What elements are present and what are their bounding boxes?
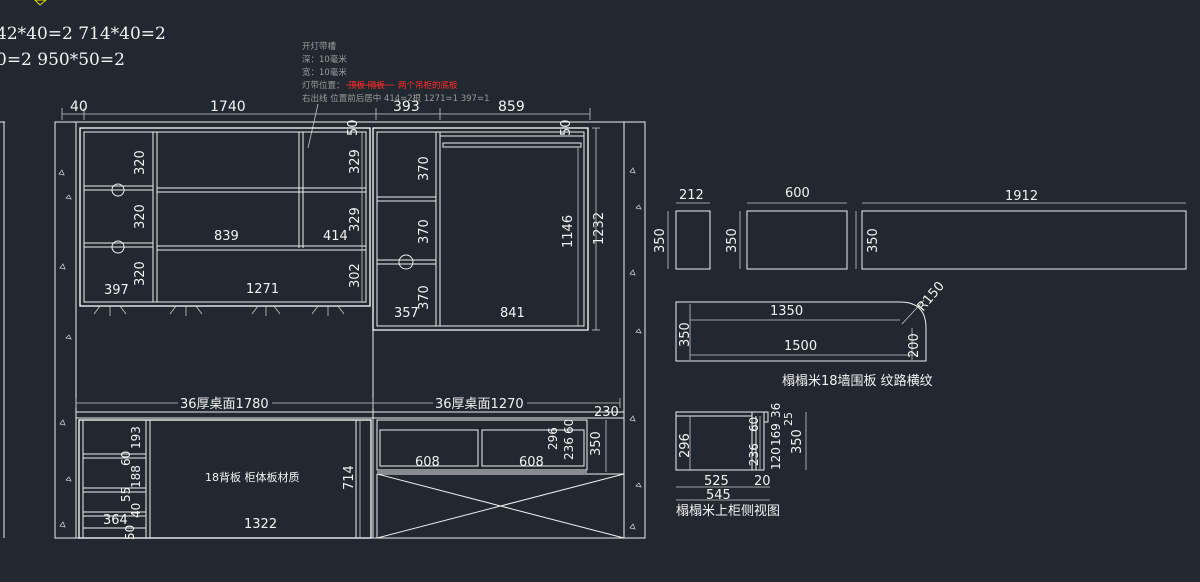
- panel-1912: 1912 350: [855, 189, 1187, 270]
- panel-1-height: 350: [653, 228, 668, 253]
- dim-414: 414: [323, 229, 348, 244]
- dim-397: 397: [104, 283, 129, 298]
- back-panel-label: 18背板 柜体板材质: [205, 470, 300, 484]
- note-block: 开灯带槽 深：10毫米 宽：10毫米 灯带位置： 顶板 隔板 两个吊柜的底板 右…: [302, 41, 489, 149]
- dim-1740: 1740: [210, 99, 246, 115]
- dim-50-b: 50: [559, 119, 574, 136]
- desk-tops: 36厚桌面1780 36厚桌面1270 230: [75, 394, 625, 420]
- board-dim-1500: 1500: [784, 339, 817, 354]
- desk-right-label: 36厚桌面1270: [435, 397, 524, 412]
- formula-line-2: 0=2 950*50=2: [0, 50, 125, 70]
- panel-212: 212 350: [653, 188, 711, 270]
- dim-296-r: 296: [546, 427, 560, 450]
- dim-1271: 1271: [246, 282, 279, 297]
- board-dim-200: 200: [907, 333, 922, 358]
- side-dim-525: 525: [704, 474, 729, 489]
- board-caption: 榻榻米18墙围板 纹路横纹: [782, 373, 933, 389]
- side-dim-36: 36: [769, 403, 783, 418]
- dim-302: 302: [348, 263, 363, 288]
- dim-320-b: 320: [133, 204, 148, 229]
- dim-236-r: 236: [562, 437, 576, 460]
- side-dim-25: 25: [782, 412, 795, 426]
- dim-50-a: 50: [346, 119, 361, 136]
- desk-left-label: 36厚桌面1780: [180, 397, 269, 412]
- top-dimensions: 40 1740 393 859: [61, 99, 591, 120]
- side-dim-545: 545: [706, 488, 731, 503]
- note-light-red: 两个吊柜的底板: [398, 80, 458, 91]
- note-light-struck: 顶板 隔板: [348, 80, 385, 91]
- tatami-wall-board: 1350 1500 350 200 R150 榻榻米18墙围板 纹路横纹: [675, 279, 948, 389]
- note-width: 宽：10毫米: [302, 67, 347, 78]
- tatami-side-view: 296 236 60 120 169 36 25 350 525 20 545 …: [675, 403, 807, 519]
- board-dim-1350: 1350: [770, 304, 803, 319]
- dim-1232: 1232: [592, 212, 607, 245]
- dim-608-b: 608: [519, 455, 544, 470]
- dim-859: 859: [498, 99, 525, 115]
- dim-60-r: 60: [562, 419, 576, 434]
- upper-right-cabinet: 357 841 370 370 370 1146 1232 50: [372, 119, 607, 331]
- triangle-marker-icon: [34, 0, 47, 6]
- dim-320-a: 320: [133, 150, 148, 175]
- dim-370-c: 370: [417, 285, 432, 310]
- panel-1-width: 212: [679, 188, 704, 203]
- side-dim-236: 236: [747, 443, 761, 466]
- board-dim-350: 350: [678, 322, 693, 347]
- note-title: 开灯带槽: [302, 41, 337, 52]
- board-dim-r150: R150: [915, 279, 948, 315]
- side-dim-296: 296: [678, 433, 693, 458]
- note-depth: 深：10毫米: [302, 54, 347, 65]
- dim-230: 230: [594, 405, 619, 420]
- dim-370-b: 370: [417, 219, 432, 244]
- panel-3-height: 350: [866, 228, 881, 253]
- side-dim-60: 60: [747, 417, 761, 432]
- lower-right-cabinet: 608 608 296 236 60 350: [376, 419, 625, 539]
- dim-364: 364: [103, 513, 128, 528]
- note-light-prefix: 灯带位置：: [302, 80, 345, 91]
- dim-608-a: 608: [415, 455, 440, 470]
- dim-60-l: 60: [119, 451, 133, 466]
- dim-357: 357: [394, 306, 419, 321]
- dim-193: 193: [129, 426, 143, 449]
- dim-839: 839: [214, 229, 239, 244]
- dim-40: 40: [70, 99, 88, 115]
- panel-3-width: 1912: [1005, 189, 1038, 204]
- dim-320-c: 320: [133, 261, 148, 286]
- dim-329-a: 329: [348, 149, 363, 174]
- dim-393: 393: [393, 99, 420, 115]
- dim-714: 714: [342, 465, 357, 490]
- dim-841: 841: [500, 306, 525, 321]
- side-dim-120: 120: [769, 447, 783, 470]
- dim-188: 188: [129, 465, 143, 488]
- side-dim-350: 350: [790, 429, 805, 454]
- panel-600: 600 350: [725, 186, 848, 270]
- dim-350-r: 350: [589, 431, 604, 456]
- upper-left-cabinet: 397 839 414 1271 320 320 320 329 329 302…: [79, 119, 371, 316]
- note-exit-line: 右出线 位置前后居中 414=2根 1271=1 397=1: [302, 93, 489, 104]
- lower-left-cabinet: 18背板 柜体板材质 364 1322 714 193 60 188 55 40…: [78, 419, 372, 540]
- side-dim-169: 169: [769, 423, 783, 446]
- panel-2-width: 600: [785, 186, 810, 201]
- dim-50-c: 50: [123, 525, 137, 540]
- side-view-caption: 榻榻米上柜侧视图: [676, 504, 780, 519]
- dim-329-b: 329: [348, 207, 363, 232]
- panel-2-height: 350: [725, 228, 740, 253]
- dim-1146: 1146: [561, 215, 576, 248]
- leader-line: [307, 103, 319, 149]
- dim-55: 55: [119, 487, 133, 502]
- formula-line-1: 42*40=2 714*40=2: [0, 24, 166, 44]
- dim-370-a: 370: [417, 156, 432, 181]
- dim-1322: 1322: [244, 517, 277, 532]
- dim-40-b: 40: [129, 503, 143, 518]
- side-dim-20: 20: [754, 474, 771, 489]
